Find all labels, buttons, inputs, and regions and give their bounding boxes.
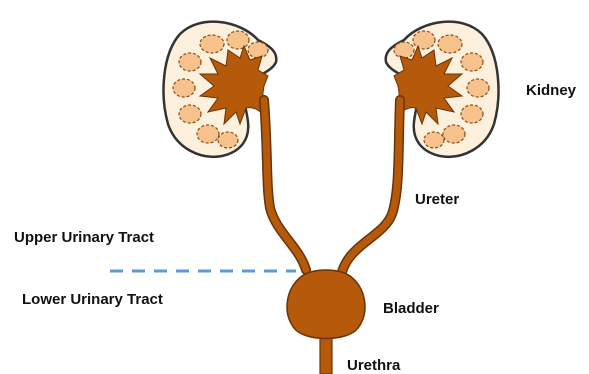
bladder	[287, 270, 365, 339]
left-calyx	[179, 53, 201, 71]
left-calyx	[179, 105, 201, 123]
right-calyx	[461, 53, 483, 71]
right-ureter-fill	[342, 100, 400, 272]
left-calyx	[197, 125, 219, 143]
left-calyx	[173, 79, 195, 97]
kidney-label: Kidney	[526, 82, 577, 99]
right-calyx	[467, 79, 489, 97]
right-calyx	[394, 42, 414, 58]
left-kidney	[164, 22, 277, 157]
right-ureter	[342, 100, 400, 272]
left-calyx	[227, 31, 249, 49]
right-calyx	[461, 105, 483, 123]
left-calyx	[200, 35, 224, 53]
left-calyx	[218, 132, 238, 148]
ureter-label: Ureter	[415, 191, 459, 208]
right-calyx	[413, 31, 435, 49]
urethra-label: Urethra	[347, 357, 401, 374]
lower-urinary-tract-label: Lower Urinary Tract	[22, 291, 163, 308]
right-calyx	[443, 125, 465, 143]
right-calyx	[424, 132, 444, 148]
right-calyx	[438, 35, 462, 53]
left-calyx	[248, 42, 268, 58]
upper-urinary-tract-label: Upper Urinary Tract	[14, 229, 154, 246]
bladder-label: Bladder	[383, 300, 439, 317]
